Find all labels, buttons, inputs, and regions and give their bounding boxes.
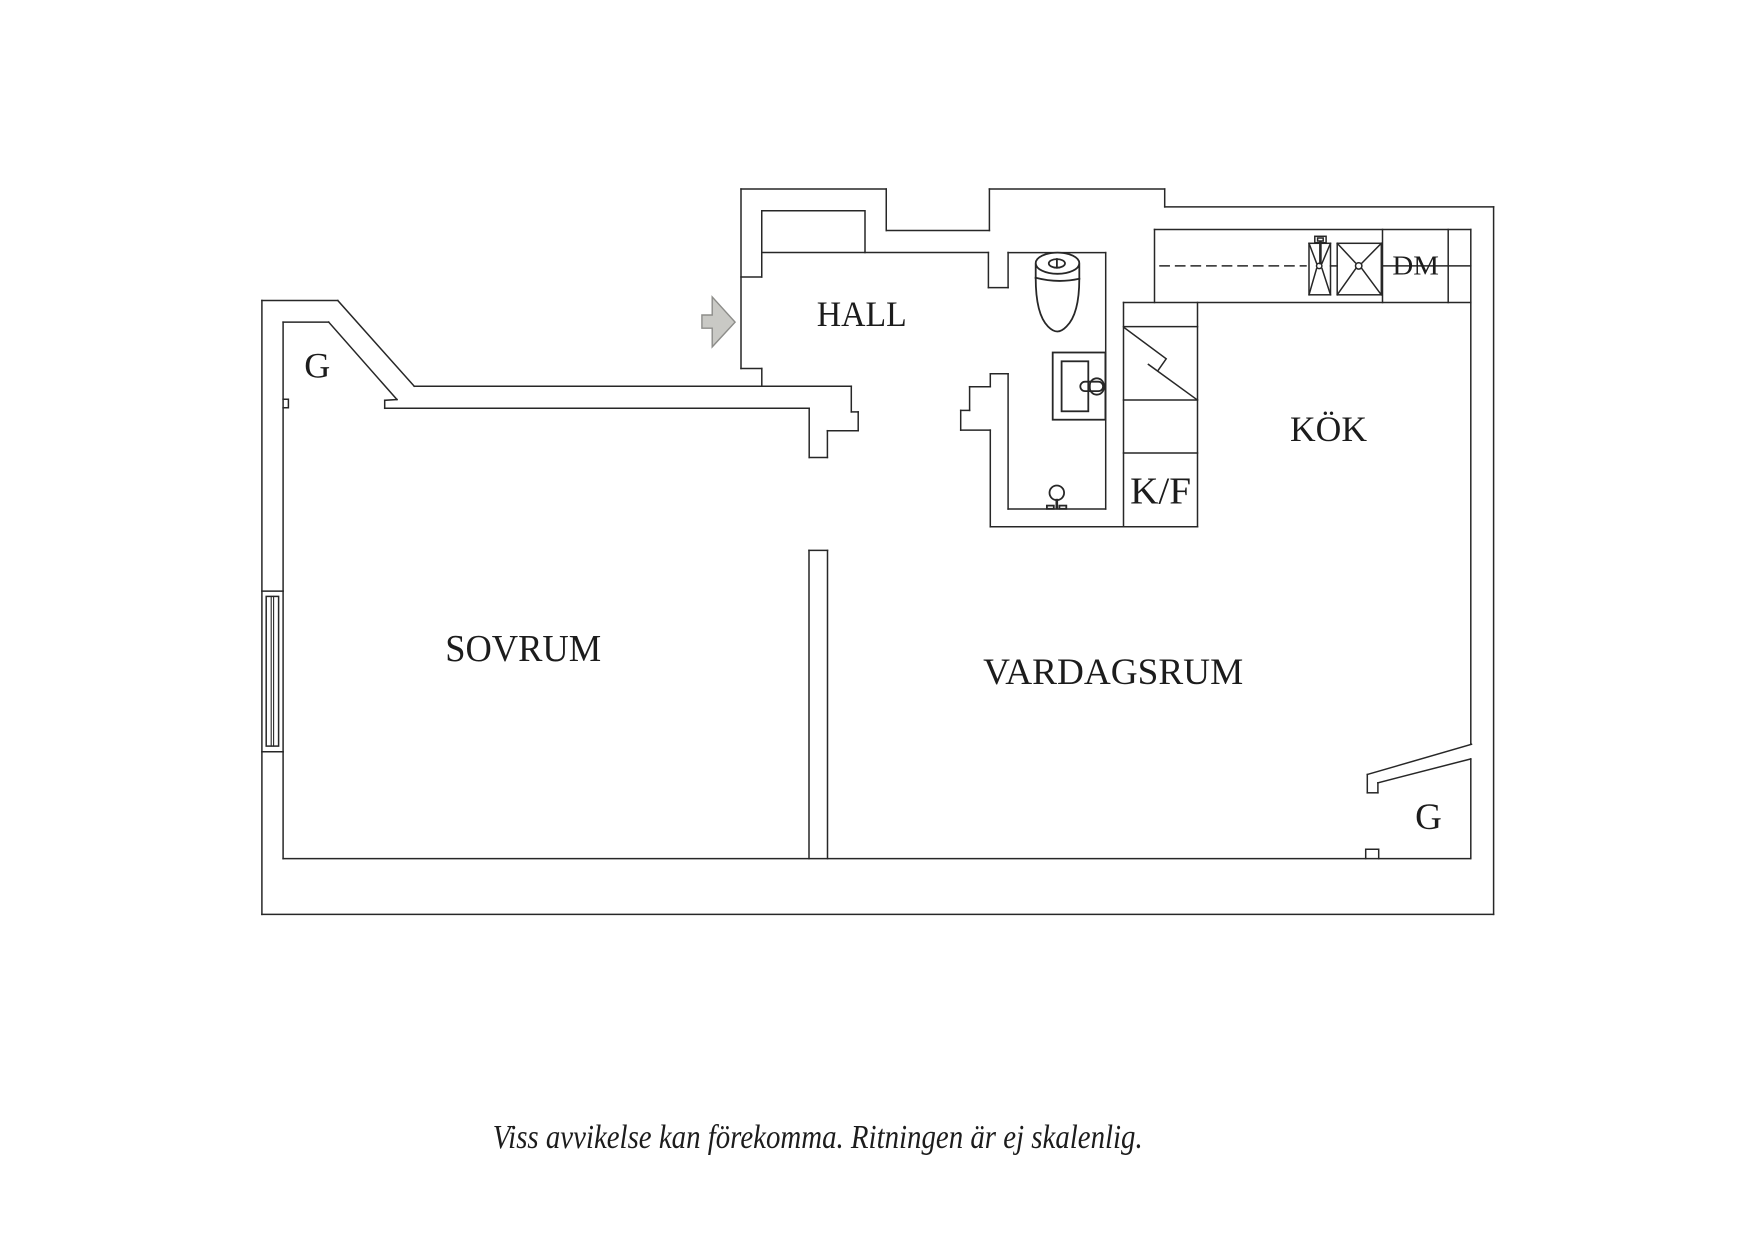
svg-text:SOVRUM: SOVRUM xyxy=(445,628,601,670)
svg-text:VARDAGSRUM: VARDAGSRUM xyxy=(983,651,1243,692)
svg-text:Viss avvikelse kan förekomma.: Viss avvikelse kan förekomma. Ritningen … xyxy=(493,1119,1143,1156)
svg-text:DM: DM xyxy=(1392,251,1439,281)
svg-text:HALL: HALL xyxy=(817,294,907,334)
svg-text:G: G xyxy=(304,345,330,385)
svg-text:G: G xyxy=(1415,797,1442,838)
svg-text:K/F: K/F xyxy=(1130,471,1191,513)
svg-text:KÖK: KÖK xyxy=(1290,409,1367,449)
